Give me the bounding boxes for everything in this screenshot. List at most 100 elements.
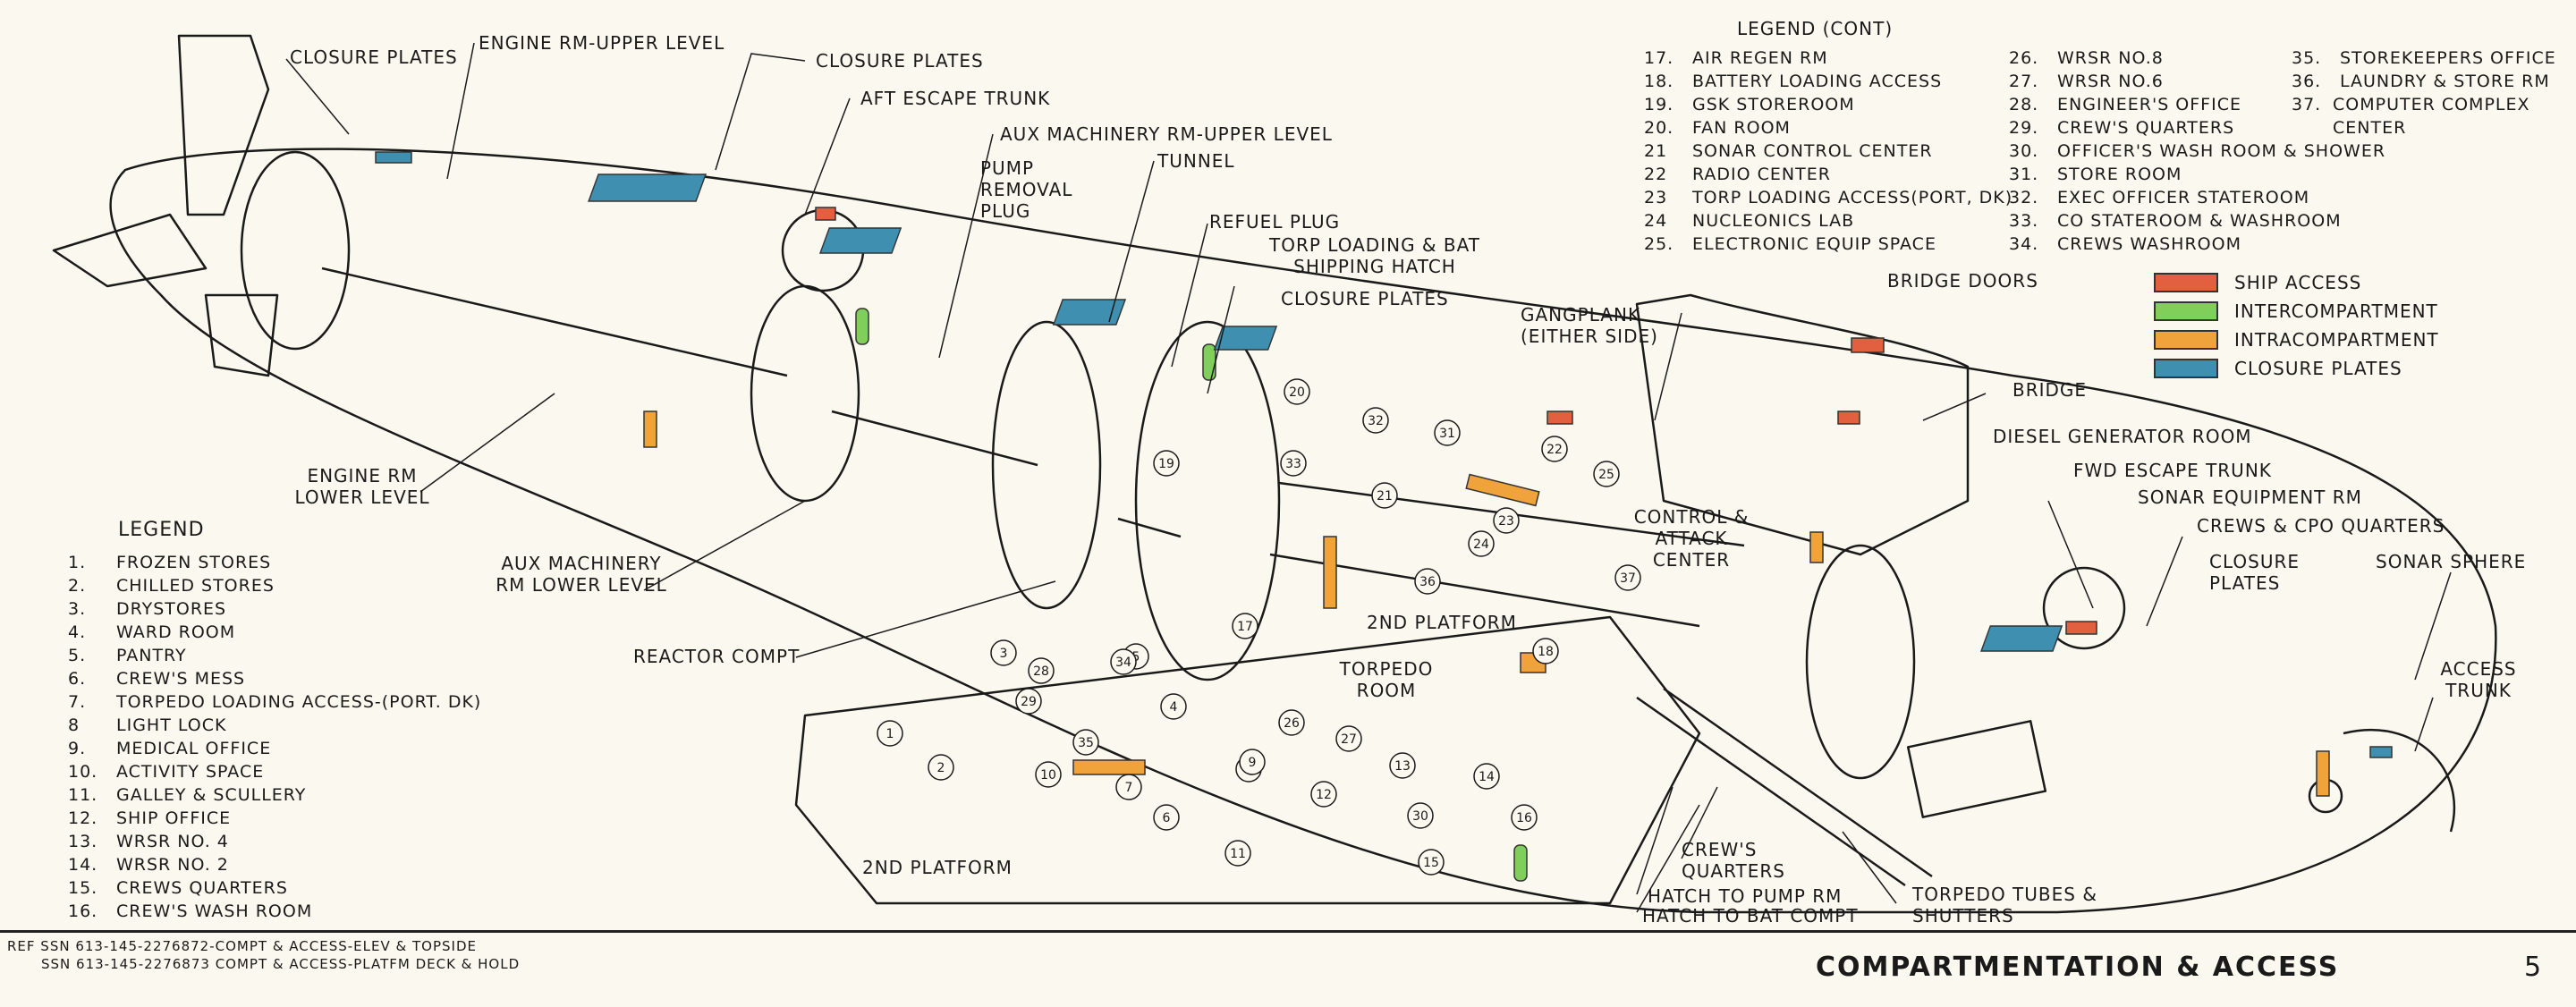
lower-rudder-outline bbox=[204, 293, 279, 377]
label-aft-escape-trunk: AFT ESCAPE TRUNK bbox=[860, 88, 1051, 109]
intracompartment-marker bbox=[1323, 536, 1337, 609]
legend-item-label: CREWS QUARTERS bbox=[116, 878, 288, 898]
compartment-number: 4 bbox=[1170, 700, 1178, 715]
compartment-number: 28 bbox=[1033, 664, 1049, 679]
color-key-item: INTRACOMPARTMENT bbox=[2154, 329, 2439, 351]
color-key-item: INTERCOMPARTMENT bbox=[2154, 300, 2438, 322]
legend-item-number: 4. bbox=[68, 622, 87, 642]
legend-item: 33.CO STATEROOM & WASHROOM bbox=[2009, 209, 2385, 233]
legend-item-number: 13. bbox=[68, 832, 98, 851]
compartment-number: 23 bbox=[1498, 514, 1514, 529]
compartment-number: 12 bbox=[1316, 788, 1332, 802]
ship-access-marker bbox=[815, 207, 836, 221]
color-swatch bbox=[2154, 359, 2218, 378]
legend-item-number: 12. bbox=[68, 808, 98, 828]
legend-item-number: 21 bbox=[1644, 141, 1668, 161]
compartment-number-circle bbox=[928, 754, 954, 781]
legend-item-number: 22 bbox=[1644, 165, 1668, 184]
legend-item-number: 2. bbox=[68, 576, 87, 596]
intracompartment-marker bbox=[643, 410, 657, 448]
legend-item: 34.CREWS WASHROOM bbox=[2009, 233, 2385, 256]
bulkhead-2 bbox=[750, 284, 860, 503]
legend-item-label: OFFICER'S WASH ROOM & SHOWER bbox=[2057, 141, 2386, 161]
compartment-number: 35 bbox=[1078, 736, 1094, 750]
torpedo-tubes-shape bbox=[1636, 687, 1933, 887]
legend-item-label: GALLEY & SCULLERY bbox=[116, 785, 307, 805]
legend-item: 3.DRYSTORES bbox=[68, 597, 481, 621]
compartment-number: 34 bbox=[1115, 656, 1131, 670]
compartment-number: 33 bbox=[1285, 457, 1301, 471]
sail-outline bbox=[1635, 293, 1970, 556]
compartment-number-circle bbox=[1028, 657, 1055, 684]
legend-item: 5.PANTRY bbox=[68, 644, 481, 667]
compartment-number: 25 bbox=[1598, 468, 1614, 482]
leader-line bbox=[1108, 160, 1155, 323]
leader-line bbox=[938, 133, 994, 359]
compartment-number-circle bbox=[1593, 461, 1620, 487]
label-crews-cpo-quarters: CREWS & CPO QUARTERS bbox=[2197, 515, 2445, 537]
label-sonar-equipment-rm: SONAR EQUIPMENT RM bbox=[2138, 487, 2362, 508]
legend-item: 1.FROZEN STORES bbox=[68, 551, 481, 574]
legend-item-label: MEDICAL OFFICE bbox=[116, 739, 272, 758]
leader-line bbox=[1842, 831, 1897, 904]
label-access-trunk: ACCESS TRUNK bbox=[2440, 658, 2517, 701]
label-bridge-doors: BRIDGE DOORS bbox=[1887, 270, 2038, 292]
legend-item-label: SONAR CONTROL CENTER bbox=[1692, 141, 1933, 161]
tail-fin-outline bbox=[177, 34, 270, 216]
label-engine-rm-lower-level: ENGINE RM LOWER LEVEL bbox=[294, 465, 430, 508]
compartment-number-circle bbox=[1473, 763, 1500, 790]
compartment-number: 36 bbox=[1419, 575, 1436, 589]
closure-plate-marker bbox=[1980, 625, 2063, 652]
legend-item-number: 11. bbox=[68, 785, 98, 805]
hull-outline bbox=[109, 148, 2497, 914]
leader-line bbox=[1636, 786, 1674, 895]
color-key-label: CLOSURE PLATES bbox=[2234, 358, 2402, 379]
legend-title: LEGEND bbox=[118, 519, 205, 541]
reference-line-2: SSN 613-145-2276873 COMPT & ACCESS-PLATF… bbox=[41, 956, 521, 972]
leader-line bbox=[715, 53, 806, 171]
leader-line bbox=[2146, 536, 2183, 627]
compartment-number: 9 bbox=[1249, 756, 1257, 770]
label-engine-rm-upper-level: ENGINE RM-UPPER LEVEL bbox=[479, 32, 725, 54]
compartment-number-circle bbox=[1414, 568, 1441, 595]
label-torpedo-tubes-shutters: TORPEDO TUBES & SHUTTERS bbox=[1912, 884, 2097, 927]
legend-item: 37.COMPUTER COMPLEX CENTER bbox=[2292, 93, 2569, 140]
intracompartment-marker bbox=[2316, 750, 2330, 797]
legend-item: 7.TORPEDO LOADING ACCESS-(PORT. DK) bbox=[68, 690, 481, 714]
compartment-number: 11 bbox=[1230, 847, 1246, 861]
sonar-sphere-shape bbox=[2343, 728, 2456, 833]
legend-item: 2.CHILLED STORES bbox=[68, 574, 481, 597]
legend-item: 31.STORE ROOM bbox=[2009, 163, 2385, 186]
legend-item-label: COMPUTER COMPLEX CENTER bbox=[2333, 95, 2530, 138]
legend-item-label: WARD ROOM bbox=[116, 622, 236, 642]
legend-item: 19.GSK STOREROOM bbox=[1644, 93, 2012, 116]
label-pump-removal-plug: PUMP REMOVAL PLUG bbox=[980, 157, 1073, 222]
fwd-escape-trunk-shape bbox=[2042, 566, 2126, 650]
label-closure-plates-mid: CLOSURE PLATES bbox=[816, 50, 984, 72]
label-bridge: BRIDGE bbox=[2012, 379, 2088, 401]
legend-item: 9.MEDICAL OFFICE bbox=[68, 737, 481, 760]
compartment-number-circle bbox=[1280, 450, 1307, 477]
legend-item-label: WRSR NO.6 bbox=[2057, 72, 2164, 91]
intracompartment-marker bbox=[1809, 531, 1824, 563]
legend-item-number: 33. bbox=[2009, 211, 2039, 231]
compartment-number-circle bbox=[1284, 378, 1310, 405]
legend-item-label: LIGHT LOCK bbox=[116, 715, 227, 735]
compartment-number: 19 bbox=[1158, 457, 1174, 471]
reference-line-1: REF SSN 613-145-2276872-COMPT & ACCESS-E… bbox=[7, 938, 477, 954]
legend-item-number: 20. bbox=[1644, 118, 1674, 138]
leader-line bbox=[1654, 312, 1682, 421]
legend-item-number: 34. bbox=[2009, 234, 2039, 254]
bulkhead-1 bbox=[240, 150, 351, 351]
ship-access-marker bbox=[2065, 621, 2097, 635]
legend-item-number: 19. bbox=[1644, 95, 1674, 114]
legend-item-number: 5. bbox=[68, 646, 87, 665]
compartment-number-circle bbox=[1015, 688, 1042, 715]
leader-line bbox=[446, 42, 475, 180]
label-control-attack-center: CONTROL & ATTACK CENTER bbox=[1633, 506, 1750, 571]
legend-item-number: 36. bbox=[2292, 72, 2322, 91]
compartment-number: 14 bbox=[1479, 770, 1495, 784]
